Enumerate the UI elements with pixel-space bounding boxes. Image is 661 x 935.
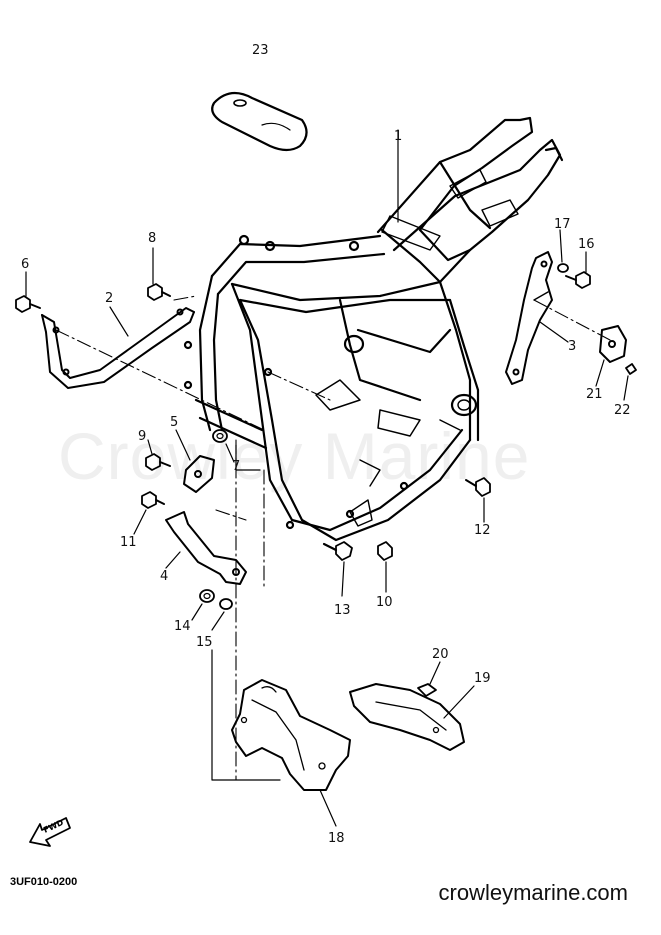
part-1-main-frame — [183, 116, 564, 542]
part-19-cover — [349, 683, 465, 751]
part-9-bolt — [145, 453, 171, 471]
site-url[interactable]: crowleymarine.com — [438, 880, 629, 905]
callout-14: 14 — [174, 619, 191, 634]
watermark-text: Crowley Marine — [58, 419, 531, 493]
part-16-bolt — [565, 271, 591, 289]
part-18-cover — [231, 679, 351, 791]
callout-19: 19 — [474, 671, 491, 686]
leader-17 — [559, 229, 563, 263]
callout-20: 20 — [432, 647, 449, 662]
part-23-pad — [211, 91, 308, 152]
callout-3: 3 — [568, 339, 576, 354]
part-6-bolt — [15, 295, 41, 313]
part-21-mount — [599, 325, 627, 363]
leader-11 — [133, 509, 147, 535]
leader-21 — [595, 359, 605, 387]
part-17-nut — [557, 263, 569, 273]
center-lines — [55, 295, 611, 781]
part-14-nut — [199, 589, 215, 603]
part-13-bolt — [322, 541, 353, 561]
leader-13 — [341, 561, 345, 597]
part-7-collar — [212, 429, 228, 443]
leader-9 — [147, 439, 153, 455]
part-22-screw — [625, 363, 637, 375]
part-2-bracket — [41, 307, 195, 389]
callout-21: 21 — [586, 387, 603, 402]
part-15-washer — [219, 598, 233, 610]
leader-18 — [319, 789, 337, 827]
callout-6: 6 — [21, 257, 29, 272]
callout-22: 22 — [614, 403, 631, 418]
part-5-plate — [183, 455, 215, 493]
callout-23: 23 — [252, 43, 269, 58]
part-11-bolt — [141, 491, 165, 509]
callout-18: 18 — [328, 831, 345, 846]
callout-1: 1 — [394, 129, 402, 144]
callout-9: 9 — [138, 429, 146, 444]
leader-15 — [211, 611, 225, 631]
callout-12: 12 — [474, 523, 491, 538]
callout-4: 4 — [160, 569, 168, 584]
part-12-bolt — [465, 477, 491, 497]
callout-11: 11 — [120, 535, 137, 550]
assembly-line-7 — [235, 444, 261, 471]
callout-5: 5 — [170, 415, 178, 430]
fwd-arrow-icon: FWD — [29, 817, 71, 847]
callout-8: 8 — [148, 231, 156, 246]
diagram-code: 3UF010-0200 — [10, 876, 78, 888]
callout-15: 15 — [196, 635, 213, 650]
part-10-nut — [377, 541, 393, 561]
callout-7: 7 — [232, 459, 240, 474]
leader-19 — [443, 685, 475, 719]
callout-17: 17 — [554, 217, 571, 232]
callout-10: 10 — [376, 595, 393, 610]
part-20-screw — [417, 683, 437, 697]
part-3-bracket — [505, 251, 553, 385]
leader-14 — [191, 603, 203, 621]
callout-16: 16 — [578, 237, 595, 252]
leader-2 — [109, 306, 129, 337]
leader-4 — [165, 551, 181, 569]
callout-2: 2 — [105, 291, 113, 306]
part-4-stay — [165, 511, 247, 585]
leader-7 — [225, 443, 235, 463]
leader-5 — [175, 429, 191, 461]
part-8-bolt — [147, 283, 171, 301]
leader-3 — [539, 321, 569, 343]
assembly-line-18 — [211, 649, 281, 781]
leader-20 — [429, 661, 441, 685]
leader-22 — [623, 375, 629, 401]
callout-13: 13 — [334, 603, 351, 618]
